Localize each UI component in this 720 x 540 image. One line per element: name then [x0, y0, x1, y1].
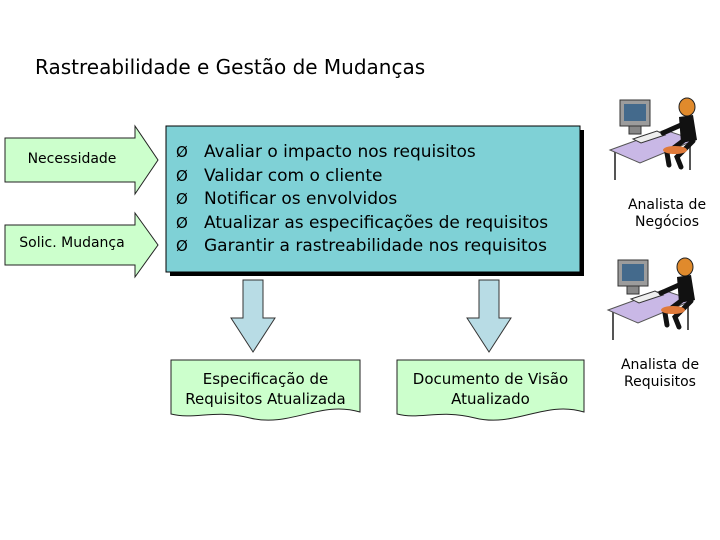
- down-arrow-vision: [466, 279, 512, 353]
- doc-shape-vision: [396, 359, 585, 421]
- role-label-requisitos: Analista de Requisitos: [608, 357, 712, 391]
- process-box: [165, 125, 581, 273]
- output-doc-line: Requisitos Atualizada: [185, 390, 346, 408]
- output-doc-line: Atualizado: [451, 390, 530, 408]
- arrow-bullet-icon: Ø: [176, 237, 188, 255]
- input-arrow-necessidade: [4, 124, 159, 196]
- arrow-bullet-icon: Ø: [176, 166, 188, 185]
- output-doc-line: Especificação de: [202, 370, 329, 388]
- process-item: Ø Atualizar as especificações de requisi…: [176, 212, 576, 236]
- role-label-line: Negócios: [635, 214, 699, 230]
- arrow-bullet-icon: Ø: [176, 190, 188, 208]
- role-label-negocios: Analista de Negócios: [617, 197, 717, 231]
- output-doc-vision: Documento de Visão Atualizado: [397, 369, 584, 409]
- input-label-necessidade: Necessidade: [27, 151, 117, 167]
- analyst-computer-icon: [608, 97, 697, 180]
- process-item: Ø Avaliar o impacto nos requisitos: [176, 141, 576, 165]
- process-item: Ø Validar com o cliente: [176, 165, 576, 189]
- output-doc-line: Documento de Visão: [412, 370, 569, 388]
- down-arrow-spec: [230, 279, 276, 353]
- arrow-bullet-icon: Ø: [176, 143, 188, 161]
- process-item-text: Atualizar as especificações de requisito…: [204, 212, 549, 233]
- role-label-line: Analista de: [620, 357, 700, 373]
- input-label-solic-mudanca: Solic. Mudança: [19, 235, 125, 251]
- output-doc-spec: Especificação de Requisitos Atualizada: [171, 369, 360, 409]
- doc-shape-spec: [170, 359, 361, 421]
- process-item-text: Garantir a rastreabilidade nos requisito…: [204, 236, 547, 256]
- analyst-computer-icon: [606, 257, 695, 340]
- process-list: Ø Avaliar o impacto nos requisitos Ø Val…: [176, 141, 576, 259]
- role-label-line: Requisitos: [624, 374, 696, 390]
- process-item-text: Validar com o cliente: [204, 165, 383, 186]
- process-item: Ø Garantir a rastreabilidade nos requisi…: [176, 235, 576, 259]
- page-title: Rastreabilidade e Gestão de Mudanças: [35, 55, 426, 79]
- process-item-text: Avaliar o impacto nos requisitos: [204, 142, 476, 162]
- input-arrow-solic-mudanca: [4, 211, 159, 279]
- process-item: Ø Notificar os envolvidos: [176, 188, 576, 212]
- process-item-text: Notificar os envolvidos: [204, 189, 398, 209]
- role-label-line: Analista de: [627, 197, 707, 213]
- arrow-bullet-icon: Ø: [176, 213, 188, 232]
